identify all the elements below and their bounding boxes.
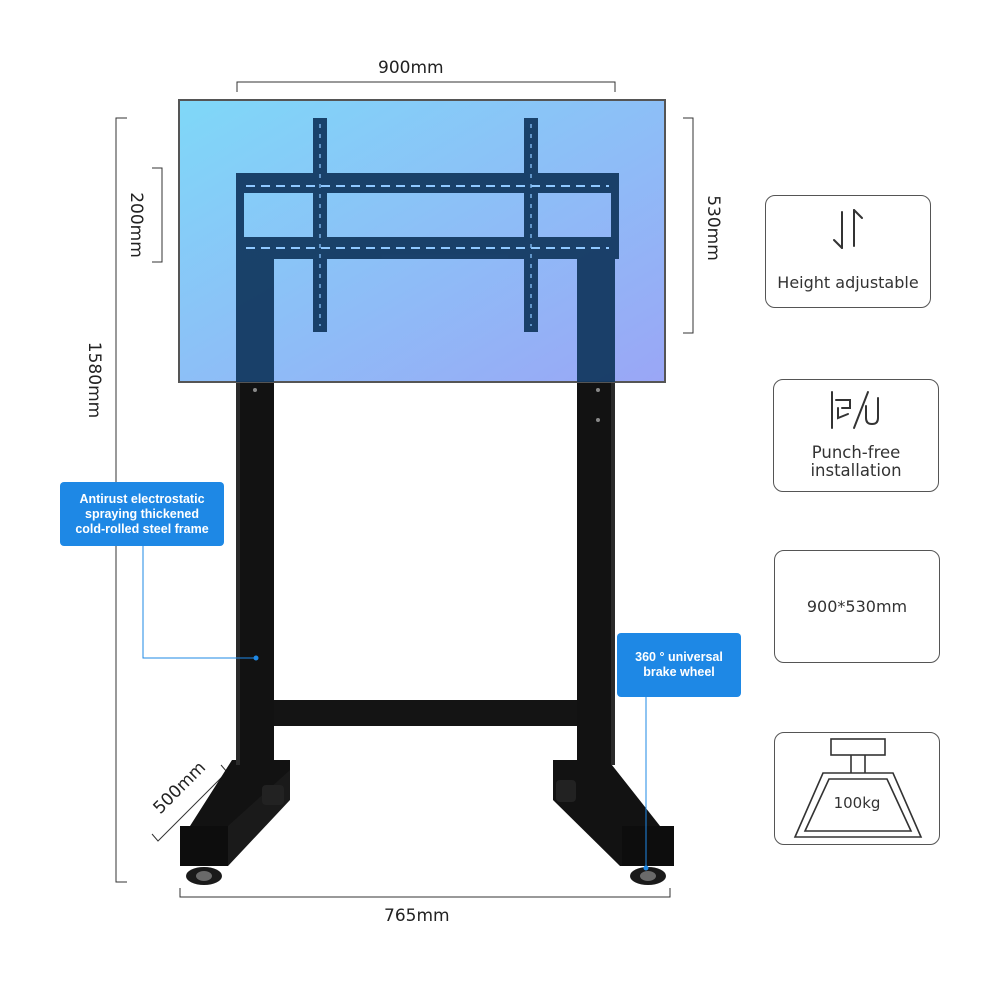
callout-wheel-line: 360 ° universal (635, 650, 723, 664)
callout-frame-line: spraying thickened (85, 506, 199, 521)
feature-card-load: 100kg (774, 732, 940, 845)
dim-line-900 (236, 81, 616, 92)
dim-line-200 (152, 167, 163, 263)
dimension-screen-height: 530mm (702, 195, 723, 261)
feature-card-height: Height adjustable (765, 195, 931, 308)
screen-area (178, 99, 666, 383)
callout-wheel-line: brake wheel (643, 665, 715, 679)
feature-card-size: 900*530mm (774, 550, 940, 663)
punch-free-icon (831, 391, 879, 429)
callout-frame-line: Antirust electrostatic (79, 491, 205, 506)
dimension-width-top: 900mm (378, 58, 444, 78)
dim-line-530 (683, 117, 694, 334)
callout-frame: Antirust electrostatic spraying thickene… (60, 482, 224, 546)
height-adjust-icon (833, 209, 863, 249)
callout-leaders (142, 546, 647, 868)
wheels (186, 867, 666, 885)
base-feet (180, 760, 674, 866)
dimension-width-bottom: 765mm (384, 906, 450, 926)
feature-card-punch-free: Punch-free installation (773, 379, 939, 492)
dimension-bracket-height: 200mm (125, 192, 146, 258)
feature-label-size: 900*530mm (806, 597, 908, 616)
load-bearing-icon (793, 738, 923, 838)
callout-wheel: 360 ° universal brake wheel (617, 633, 741, 697)
dimension-total-height: 1580mm (84, 341, 105, 419)
dim-line-500 (151, 764, 228, 842)
feature-label-line: Punch-free (811, 443, 901, 462)
dim-line-765 (179, 888, 671, 898)
feature-label-line: installation (810, 461, 902, 480)
callout-frame-line: cold-rolled steel frame (75, 521, 209, 536)
feature-label-height: Height adjustable (777, 273, 919, 292)
feature-label-load: 100kg (833, 794, 881, 812)
feature-label-punch-free: Punch-free installation (774, 444, 938, 480)
